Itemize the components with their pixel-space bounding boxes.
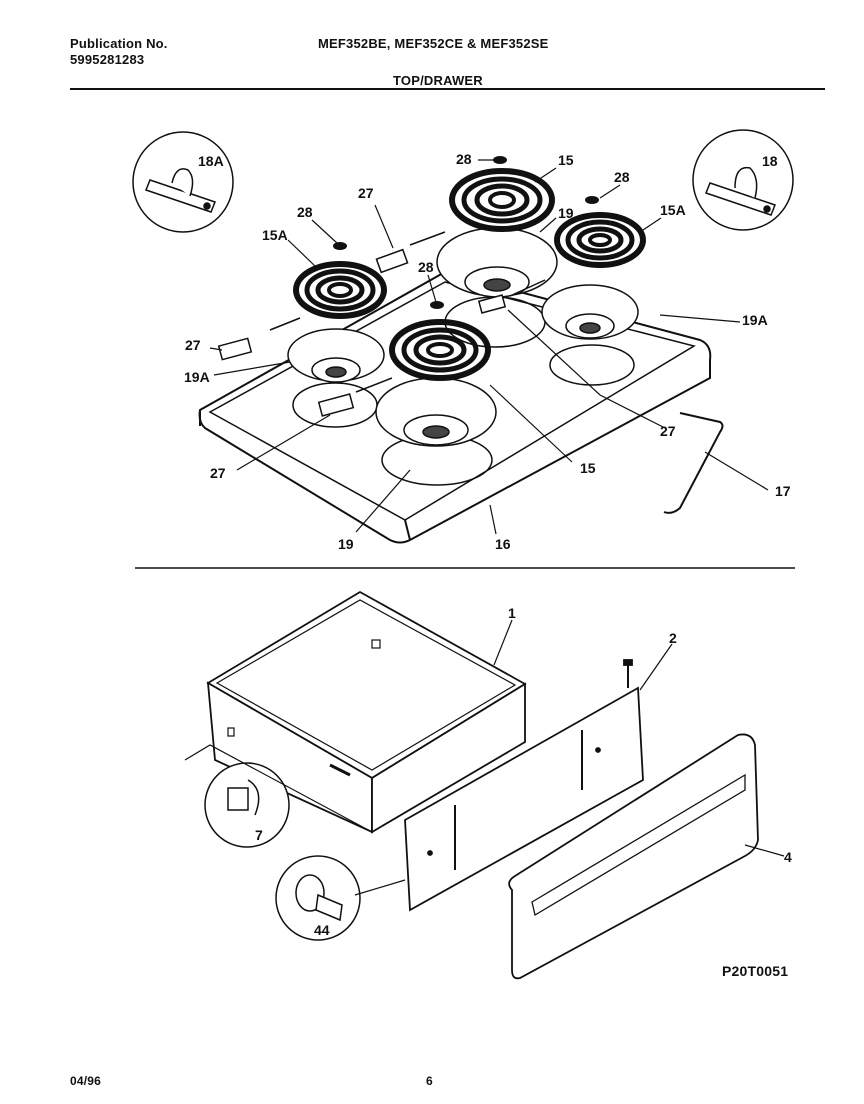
callout-16: 16	[495, 536, 511, 552]
callout-labels: 18A 18 28 15 28 27 19 15A 28 15A 28 19A …	[184, 151, 792, 938]
model-numbers: MEF352BE, MEF352CE & MEF352SE	[318, 36, 549, 51]
callout-19A-right: 19A	[742, 312, 768, 328]
callout-28-left: 28	[297, 204, 313, 220]
publication-number: 5995281283	[70, 52, 145, 67]
callout-27-rear: 27	[358, 185, 374, 201]
callout-28-right: 28	[614, 169, 630, 185]
detail-circle-7	[204, 762, 290, 848]
callout-27-right: 27	[660, 423, 676, 439]
page-number: 6	[426, 1074, 433, 1088]
surface-element-15-front	[389, 319, 491, 381]
callout-19-front: 19	[338, 536, 354, 552]
detail-circle-18	[692, 129, 794, 231]
callout-27-left: 27	[185, 337, 201, 353]
drip-bowl-19-front	[375, 377, 497, 447]
callout-1: 1	[508, 605, 516, 621]
header-rule	[70, 88, 825, 90]
callout-18: 18	[762, 153, 778, 169]
callout-44: 44	[314, 922, 330, 938]
surface-element-15A-right	[554, 212, 646, 268]
detail-circle-44	[275, 855, 361, 941]
callout-15A-right: 15A	[660, 202, 686, 218]
drip-bowl-19A-right	[541, 284, 639, 340]
callout-17: 17	[775, 483, 791, 499]
support-rod-17	[663, 412, 724, 514]
element-pads-28	[333, 156, 599, 309]
figure-code: P20T0051	[722, 963, 789, 979]
callout-15-rear: 15	[558, 152, 574, 168]
publication-label: Publication No.	[70, 36, 168, 51]
callout-19A-left: 19A	[184, 369, 210, 385]
revision-date: 04/96	[70, 1074, 102, 1088]
callout-28-rear: 28	[456, 151, 472, 167]
surface-element-15-rear	[449, 168, 555, 232]
section-title: TOP/DRAWER	[393, 73, 483, 88]
callout-4: 4	[784, 849, 792, 865]
detail-circle-18A	[132, 131, 234, 233]
callout-19-rear: 19	[558, 205, 574, 221]
drawer-body-1	[206, 590, 527, 834]
callout-15-front: 15	[580, 460, 596, 476]
drawer-panel-2	[404, 659, 644, 912]
callout-27-front: 27	[210, 465, 226, 481]
receptacle-blocks-27	[217, 231, 546, 417]
drawer-front-4	[508, 733, 759, 980]
callout-28-front: 28	[418, 259, 434, 275]
drip-bowl-19-rear	[436, 227, 558, 298]
leader-lines-drawer	[184, 619, 785, 896]
callout-15A-left: 15A	[262, 227, 288, 243]
callout-2: 2	[669, 630, 677, 646]
callout-7: 7	[255, 827, 263, 843]
surface-element-15A-left	[293, 261, 387, 319]
drip-bowl-19A-left	[287, 328, 385, 383]
leader-lines-top	[209, 159, 769, 535]
callout-18A: 18A	[198, 153, 224, 169]
